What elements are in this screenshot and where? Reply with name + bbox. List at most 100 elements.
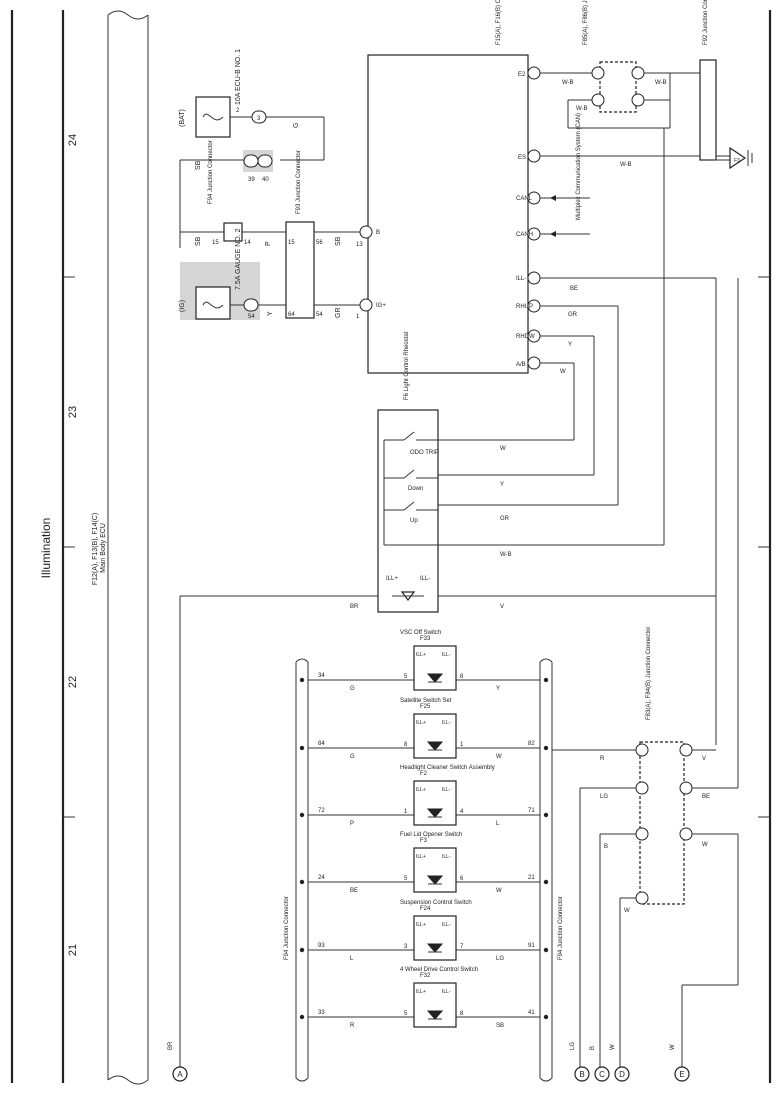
switch-left-pin-2: 8	[404, 742, 408, 748]
combination-meter: F15(A), F16(B) Combination Meter Assembl…	[356, 0, 529, 374]
meter-pin-13: 13	[356, 242, 363, 248]
ground-f3: F3	[734, 158, 740, 164]
switch-left-wire-5: L	[350, 956, 354, 962]
switch-name-4: Fuel Lid Opener Switch	[400, 832, 462, 838]
ig-fuse-pin-54: 54	[248, 314, 255, 320]
ig-source-label: (IG)	[179, 300, 186, 312]
wire-es-wb: W-B	[620, 162, 632, 168]
bus-left-pin-2: 84	[318, 741, 325, 747]
f83-wire-be: BE	[702, 794, 710, 800]
bat-wire-color-sb: SB	[195, 160, 202, 170]
switch-left-pin-4: 5	[404, 876, 408, 882]
f83-wire-lg: LG	[600, 794, 608, 800]
f83-wire-w: W	[624, 908, 630, 914]
f94-wire-p: P	[265, 241, 272, 246]
switch-ill-plus-6: ILL+	[416, 989, 426, 995]
sheet-frame	[10, 10, 772, 1083]
f83-label: F83(A), F84(B) Junction Connector	[646, 627, 652, 720]
offpage-letter-e: E	[679, 1070, 684, 1079]
junction-f94-top: F94 Junction Connector 15 14 SB P	[180, 140, 286, 246]
switch-name-1: VSC Off Switch	[400, 630, 441, 636]
wire-ab-w: W	[560, 369, 566, 375]
offpage-wire-c: B	[590, 1046, 596, 1050]
rheostat-switch-down: Down	[408, 486, 423, 492]
wire-e2-wb: W-B	[562, 80, 574, 86]
switch-ill-plus-3: ILL+	[416, 787, 426, 793]
meter-term-rhdw: RHDW	[516, 334, 535, 340]
bus-right-pin-5: 91	[528, 943, 535, 949]
switch-left-wire-1: G	[350, 686, 355, 692]
meter-pin-1: 1	[356, 314, 360, 320]
main-ecu-line-2: Main Body ECU	[100, 523, 107, 573]
bus-right-pin-2: 82	[528, 741, 535, 747]
bat-fuse-label: 10A ECU-B NO. 1	[235, 49, 242, 105]
meter-term-canh: CANH	[516, 232, 533, 238]
can-note: Multiplex Communication System (CAN)	[576, 113, 582, 220]
offpage-connector-c: CB	[590, 1046, 610, 1082]
f85-label: F85(A), F86(B) Junction Connector	[583, 0, 589, 45]
switch-left-pin-1: 5	[404, 674, 408, 680]
switch-ill-plus-5: ILL+	[416, 922, 426, 928]
offpage-connector-d: DW	[610, 1044, 630, 1082]
switch-left-wire-2: G	[350, 754, 355, 760]
f93-label: F93 Junction Connector	[296, 150, 302, 214]
switch-name-5: Suspension Control Switch	[400, 900, 472, 906]
switch-right-wire-6: SB	[496, 1023, 504, 1029]
main-body-ecu-label: F12(A), F13(B), F14(C) Main Body ECU	[92, 511, 107, 585]
bat-fuse-pin: 2	[236, 108, 240, 114]
ig-wire-y: Y	[267, 311, 274, 316]
bus-right-pin-4: 21	[528, 875, 535, 881]
f93-pin-54: 54	[316, 312, 323, 318]
column-number-24: 24	[67, 134, 79, 146]
switch-ill-minus-1: ILL-	[442, 652, 451, 658]
ig-wire-gr: GR	[335, 308, 342, 319]
wire-ill-be: BE	[570, 286, 578, 292]
column-number-21: 21	[67, 944, 79, 956]
junction-f83-f84: F83(A), F84(B) Junction Connector R LG B…	[552, 278, 739, 1068]
switch-right-wire-3: L	[496, 821, 500, 827]
bus-right-pin-6: 41	[528, 1010, 535, 1016]
bat-connector-pin-3: 3	[257, 116, 261, 122]
bus-right-pin-3: 71	[528, 808, 535, 814]
switch-right-pin-6: 8	[460, 1011, 464, 1017]
switch-name-6: 4 Wheel Drive Control Switch	[400, 967, 478, 973]
main-ecu-line-1: F12(A), F13(B), F14(C)	[92, 513, 99, 585]
offpage-letter-b: B	[579, 1070, 584, 1079]
offpage-letter-c: C	[599, 1070, 605, 1079]
f94-pin-14: 14	[244, 240, 251, 246]
switch-left-pin-6: 5	[404, 1011, 408, 1017]
meter-term-ab: A/B	[516, 362, 526, 368]
meter-term-e2: E2	[518, 72, 526, 78]
offpage-wire-a: BR	[168, 1041, 174, 1050]
offpage-letter-d: D	[619, 1070, 625, 1079]
offpage-wire-e: W	[670, 1044, 676, 1050]
switch-connector-1: F33	[420, 636, 431, 642]
switch-name-3: Headlight Cleaner Switch Assembly	[400, 765, 495, 771]
switch-ill-minus-3: ILL-	[442, 787, 451, 793]
column-number-23: 23	[67, 406, 79, 418]
switch-ill-minus-2: ILL-	[442, 720, 451, 726]
offpage-letter-a: A	[177, 1070, 183, 1079]
switch-ill-plus-2: ILL+	[416, 720, 426, 726]
bus-left-pin-1: 34	[318, 673, 325, 679]
meter-term-rhup: RHUP	[516, 304, 533, 310]
f93-pin-15: 15	[288, 240, 295, 246]
bat-wiring: 3 G 39 40 SB	[179, 110, 325, 248]
f92-label: F92 Junction Connector	[703, 0, 709, 45]
f83-wire-b: B	[604, 844, 608, 850]
rheostat-wire-wb: W-B	[500, 552, 512, 558]
switch-ill-minus-4: ILL-	[442, 854, 451, 860]
f94-pin-15: 15	[212, 240, 219, 246]
switch-connector-3: F2	[420, 771, 428, 777]
switch-right-wire-1: Y	[496, 686, 500, 692]
page-title: Illumination	[39, 518, 53, 579]
f93-pin-56: 56	[316, 240, 323, 246]
meter-pin-ig: IG+	[376, 303, 386, 309]
column-number-22: 22	[67, 676, 79, 688]
ig-fuse-label: 7.5A GAUGE NO. 2	[235, 228, 242, 290]
switch-ill-minus-5: ILL-	[442, 922, 451, 928]
switch-right-pin-5: 7	[460, 944, 464, 950]
